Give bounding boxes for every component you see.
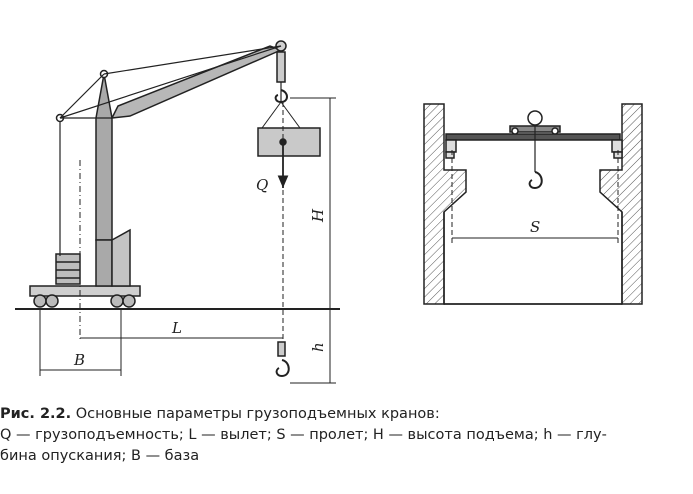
label-h: h [309,342,327,352]
caption-text: Основные параметры грузоподъемных кранов… [75,406,440,422]
crane-jib [110,45,284,119]
jib-crane-diagram [15,40,340,384]
caption-line-3: бина опускания; B — база [0,448,200,464]
label-H: H [309,208,327,223]
overhead-hook [528,171,543,190]
figure-caption: Рис. 2.2. Основные параметры грузоподъем… [0,404,693,467]
right-wall [599,103,643,305]
counterweight [55,253,81,285]
overhead-crane-diagram [423,103,643,305]
label-S: S [530,218,540,236]
label-Q: Q [256,176,268,194]
bridge-girder [445,133,621,141]
crane-tower [95,73,113,241]
label-B: B [73,351,85,369]
caption-line-1: Рис. 2.2. Основные параметры грузоподъем… [0,404,693,425]
wheels [33,294,136,308]
hook-lower [275,359,290,378]
load-block [257,127,321,157]
label-L: L [171,319,182,337]
caption-title: Рис. 2.2. [0,406,72,422]
crane-base [29,285,141,297]
left-wall [423,103,467,305]
caption-line-2: Q — грузоподъемность; L — вылет; S — про… [0,427,607,443]
